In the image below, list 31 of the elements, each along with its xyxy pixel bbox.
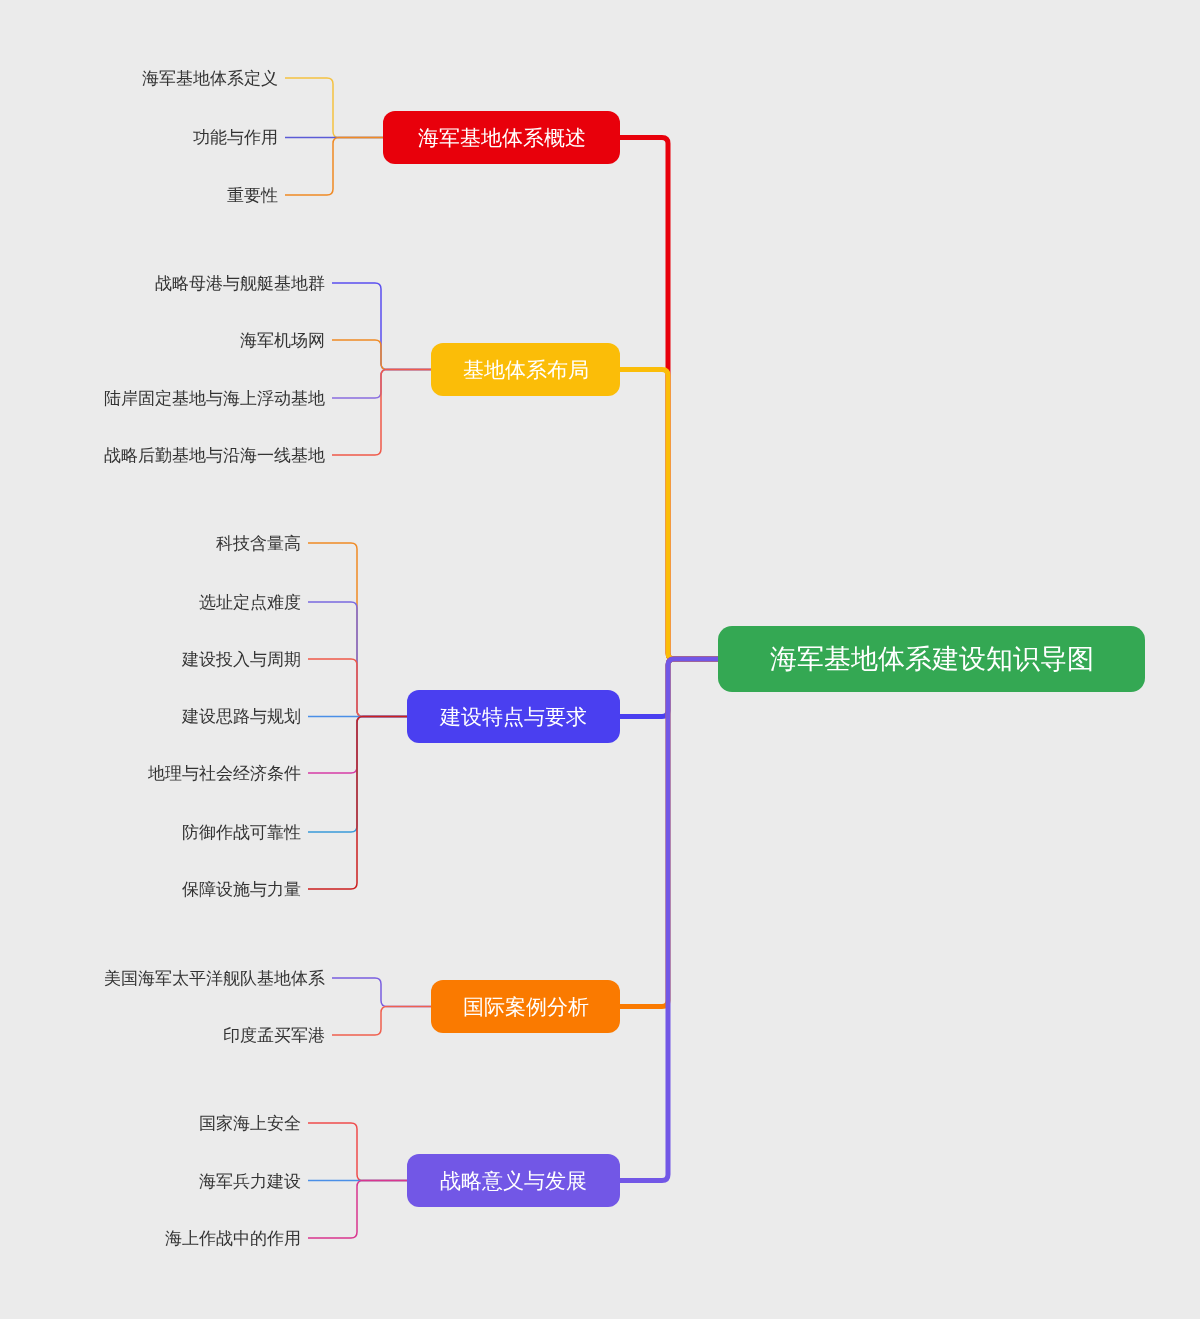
subtopic-text: 保障设施与力量	[182, 877, 308, 901]
connector-line	[284, 136, 384, 196]
subtopic-text: 建设思路与规划	[182, 704, 308, 728]
connector-line	[307, 1179, 408, 1239]
subtopic-text: 海军兵力建设	[199, 1169, 308, 1193]
branch-topic: 战略意义与发展	[407, 1154, 620, 1207]
subtopic-text: 海军基地体系定义	[142, 66, 285, 90]
subtopic-text: 美国海军太平洋舰队基地体系	[104, 966, 332, 990]
subtopic-text: 建设投入与周期	[182, 647, 308, 671]
connector-line	[307, 715, 408, 890]
subtopic-text: 印度孟买军港	[223, 1023, 332, 1047]
branch-topic: 国际案例分析	[431, 980, 620, 1033]
subtopic-text: 海上作战中的作用	[165, 1226, 308, 1250]
subtopic-text: 海军机场网	[240, 328, 332, 352]
subtopic-text: 重要性	[227, 183, 285, 207]
connector-line	[331, 1005, 432, 1036]
subtopic-text: 战略母港与舰艇基地群	[155, 271, 332, 295]
subtopic-text: 国家海上安全	[199, 1111, 308, 1135]
subtopic-text: 战略后勤基地与沿海一线基地	[104, 443, 332, 467]
branch-topic: 基地体系布局	[431, 343, 620, 396]
connector-line	[620, 656, 718, 1183]
subtopic-text: 科技含量高	[216, 531, 308, 555]
subtopic-text: 选址定点难度	[199, 590, 308, 614]
branch-topic: 海军基地体系概述	[383, 111, 620, 164]
branch-topic: 建设特点与要求	[407, 690, 620, 743]
subtopic-text: 陆岸固定基地与海上浮动基地	[104, 386, 332, 410]
subtopic-text: 防御作战可靠性	[182, 820, 308, 844]
subtopic-text: 功能与作用	[193, 125, 285, 149]
subtopic-text: 地理与社会经济条件	[148, 761, 308, 785]
root-topic: 海军基地体系建设知识导图	[718, 626, 1145, 692]
connector-line	[331, 368, 432, 456]
